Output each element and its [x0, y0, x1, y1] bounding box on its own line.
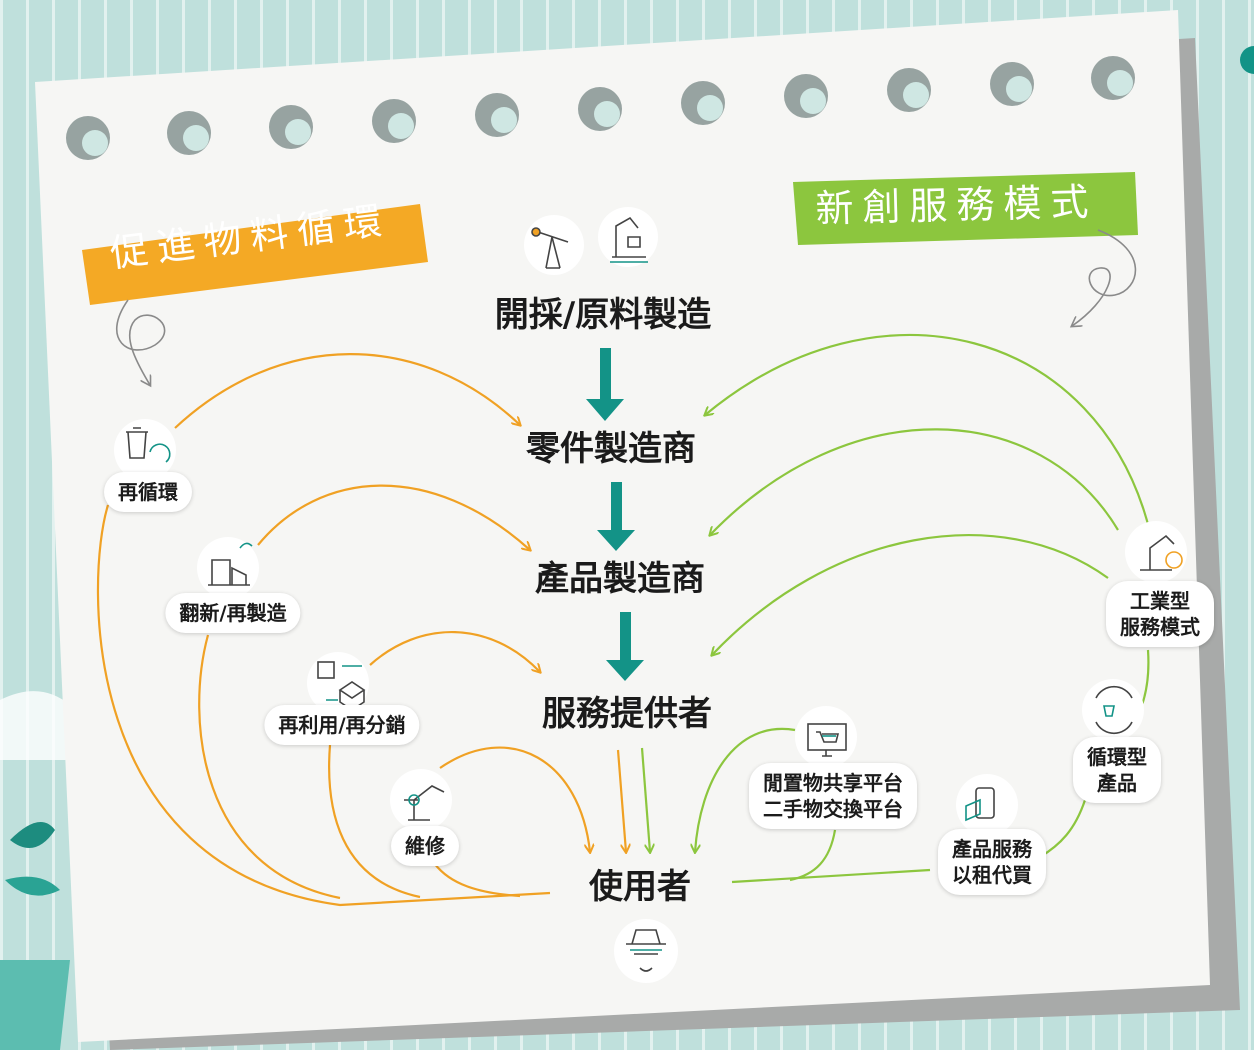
- remanufacture-icon-disc: [197, 537, 259, 599]
- bg-leaf-shape: [5, 876, 60, 896]
- binder-hole-highlights: [82, 70, 1133, 156]
- shopping-cart-screen-icon: [807, 723, 847, 757]
- label-remanufacture-text: 翻新/再製造: [179, 601, 287, 625]
- oil-pump-icon: [531, 227, 569, 269]
- factory-icon: [208, 542, 253, 586]
- label-circular-line1: 循環型: [1087, 745, 1147, 769]
- sharing-to-user-arrow: [695, 727, 796, 852]
- label-sharing-platform: 閒置物共享平台 二手物交換平台: [749, 763, 917, 829]
- left-tag-banner: [82, 204, 428, 305]
- label-product-service-line2: 以租代買: [952, 863, 1032, 887]
- factory-robot-icon: [610, 216, 648, 263]
- sharing-icon-disc: [795, 706, 857, 768]
- industrial-to-service-arrow: [712, 534, 1109, 655]
- label-circular-line2: 產品: [1097, 771, 1137, 795]
- bg-leaf-shape: [10, 822, 55, 848]
- label-reuse: 再利用/再分銷: [264, 705, 420, 745]
- right-tag-banner: [793, 172, 1138, 245]
- industrial-to-product-arrow: [710, 428, 1119, 535]
- recycle-user-loop: [96, 504, 551, 907]
- remanufacture-to-product-arrow: [257, 484, 530, 550]
- label-industrial-service: 工業型 服務模式: [1106, 581, 1214, 647]
- phone-box-icon: [965, 787, 995, 822]
- reuse-user-loop: [328, 744, 421, 899]
- label-reuse-text: 再利用/再分銷: [278, 713, 406, 737]
- down-arrow: [597, 482, 635, 551]
- user-icon-disc: [614, 919, 678, 983]
- node-service-provider: 服務提供者: [542, 694, 712, 734]
- label-recycle-text: 再循環: [118, 480, 178, 504]
- orange-arrows: [96, 353, 626, 907]
- down-arrow: [586, 348, 624, 421]
- label-product-service-line1: 產品服務: [952, 837, 1032, 861]
- repair-user-loop: [431, 859, 521, 898]
- robot-arm-icon: [404, 785, 445, 821]
- label-sharing-line1: 閒置物共享平台: [763, 771, 903, 795]
- node-parts-manufacturer: 零件製造商: [526, 429, 696, 469]
- bg-circle-shape: [1240, 46, 1254, 74]
- service-to-user-green: [640, 747, 650, 852]
- circular-product-icon: [1095, 685, 1133, 735]
- label-industrial-line2: 服務模式: [1120, 615, 1200, 639]
- node-user: 使用者: [589, 867, 691, 907]
- recycle-to-parts-arrow: [174, 353, 520, 429]
- down-arrow: [606, 612, 644, 681]
- bg-plant-shape: [0, 960, 70, 1050]
- label-sharing-line2: 二手物交換平台: [763, 797, 903, 821]
- label-industrial-line1: 工業型: [1130, 589, 1190, 613]
- label-product-service: 產品服務 以租代買: [938, 829, 1046, 895]
- industrial-icon-disc: [1125, 521, 1187, 583]
- node-mining: 開採/原料製造: [494, 295, 712, 335]
- reuse-to-service-arrow: [369, 631, 540, 672]
- main-arrows: [586, 348, 644, 681]
- user-face-icon: [626, 929, 666, 972]
- repair-icon-disc: [390, 769, 452, 831]
- sharing-user-link: [789, 829, 837, 882]
- industrial-to-parts-arrow: [705, 333, 1152, 533]
- repair-to-user-arrow: [439, 746, 590, 852]
- label-circular-product: 循環型 產品: [1073, 737, 1161, 803]
- product-service-icon-disc: [956, 774, 1018, 836]
- remanufacture-user-loop: [198, 634, 341, 900]
- label-repair: 維修: [391, 826, 459, 866]
- user-product-service-line: [731, 868, 931, 884]
- reuse-icon-disc: [307, 652, 369, 714]
- label-remanufacture: 翻新/再製造: [165, 593, 301, 633]
- label-recycle: 再循環: [104, 472, 192, 512]
- recycle-bin-icon: [126, 427, 171, 463]
- industrial-robot-icon: [1140, 534, 1183, 571]
- right-scribble-arrow: [1072, 229, 1137, 326]
- node-product-manufacturer: 產品製造商: [535, 559, 705, 599]
- label-repair-text: 維修: [405, 834, 445, 858]
- service-to-user-orange: [616, 749, 626, 852]
- left-scribble-arrow: [115, 299, 166, 385]
- right-tag-text: 新創服務模式: [814, 179, 1098, 231]
